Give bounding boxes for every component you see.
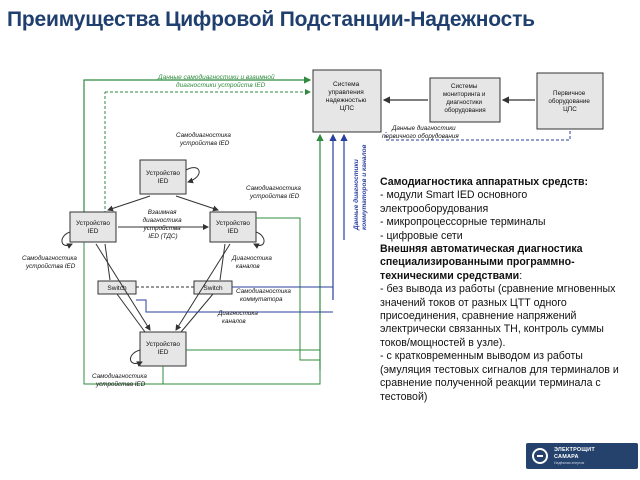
panel-line-2: - модули Smart IED основного электрообор… xyxy=(380,189,528,215)
logo-line-3: Надёжная энергия xyxy=(554,461,585,465)
svg-text:Switch: Switch xyxy=(203,285,223,292)
logo-line-1: ЭЛЕКТРОЩИТ xyxy=(554,447,595,453)
label-primary-diag: Данные диагностики первичного оборудован… xyxy=(382,124,459,140)
label-mutual-data: Данные самодиагностики и взаимной диагно… xyxy=(157,73,276,89)
ied-left xyxy=(69,211,117,243)
label-switch-data: Данные диагностики коммутаторов и канало… xyxy=(352,144,368,231)
logo-icon xyxy=(532,448,548,464)
panel-line-7: - с кратковременным выводом из работы (э… xyxy=(380,350,619,403)
ied-right xyxy=(209,211,257,243)
box-monitoring-text: Системы мониторинга и диагностики оборуд… xyxy=(443,83,487,114)
ied-top xyxy=(139,159,187,195)
box-primary-text: Первичное оборудование ЦПС xyxy=(548,90,591,113)
panel-line-1: Самодиагностика аппаратных средств: xyxy=(380,176,589,188)
svg-text:Switch: Switch xyxy=(107,285,127,292)
box-primary xyxy=(536,72,604,130)
panel-line-5: Внешняя автоматическая диагностика специ… xyxy=(380,243,583,282)
label-mutual-diag: Взаимная диагностика устройства IED (ТДС… xyxy=(143,209,184,240)
company-logo: ЭЛЕКТРОЩИТ САМАРА Надёжная энергия xyxy=(526,443,638,469)
box-cps-text: Система управления надежностью ЦПС xyxy=(326,81,368,112)
panel-line-3: - микропроцессорные терминалы xyxy=(380,216,546,229)
description-panel: Самодиагностика аппаратных средств: - мо… xyxy=(380,176,636,404)
box-cps xyxy=(312,69,382,133)
box-monitoring xyxy=(429,77,501,123)
panel-line-4: - цифровые сети xyxy=(380,229,463,242)
logo-line-2: САМАРА xyxy=(554,454,579,460)
ied-bottom xyxy=(139,331,187,367)
page-title: Преимущества Цифровой Подстанции-Надежно… xyxy=(7,8,535,31)
panel-line-6: - без вывода из работы (сравнение мгнове… xyxy=(380,283,616,349)
